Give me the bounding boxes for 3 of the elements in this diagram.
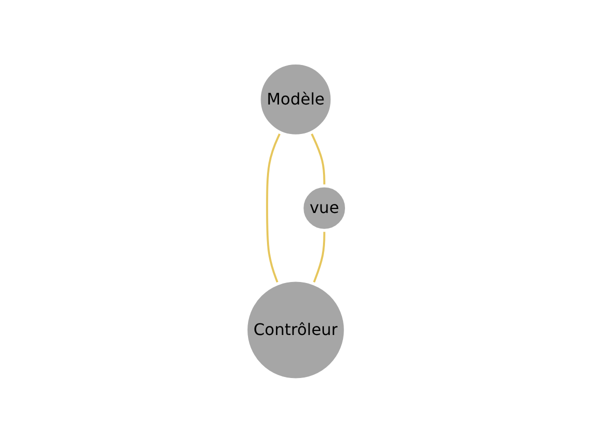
connector [266, 132, 281, 284]
connector [310, 132, 326, 186]
connector [312, 230, 326, 284]
